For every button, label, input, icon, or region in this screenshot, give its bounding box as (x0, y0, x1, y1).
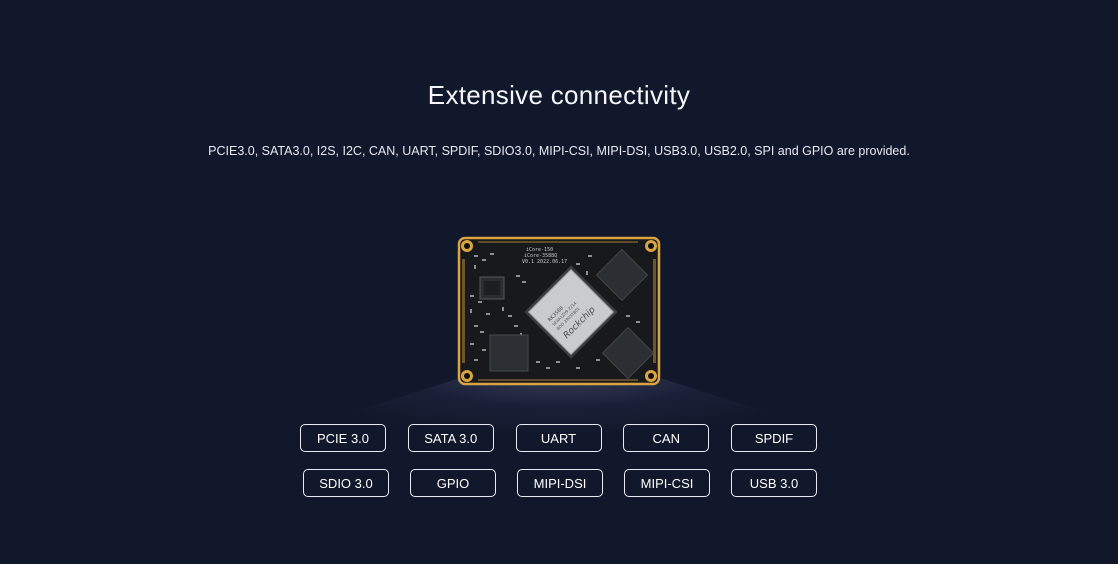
ram-chip-bottom (601, 326, 655, 380)
interface-chip-spdif[interactable]: SPDIF (731, 424, 817, 452)
interface-chip-pcie[interactable]: PCIE 3.0 (300, 424, 386, 452)
interface-row-1: PCIE 3.0 SATA 3.0 UART CAN SPDIF (300, 424, 817, 452)
svg-text:iCore-150: iCore-150 (526, 247, 553, 253)
core-board-image: iCore-150 iCore-3588Q V0.1 2022.06.17 RK… (456, 235, 662, 387)
interface-chip-usb3[interactable]: USB 3.0 (731, 469, 817, 497)
interface-chip-sata[interactable]: SATA 3.0 (407, 424, 494, 452)
interface-list: PCIE 3.0 SATA 3.0 UART CAN SPDIF SDIO 3.… (300, 424, 820, 497)
edge-pads (462, 241, 656, 381)
interface-chip-uart[interactable]: UART (515, 424, 602, 452)
passive-components (470, 253, 640, 369)
interface-chip-mipi-dsi[interactable]: MIPI-DSI (517, 469, 603, 497)
silkscreen-text: iCore-150 iCore-3588Q V0.1 2022.06.17 (522, 247, 567, 265)
interface-chip-gpio[interactable]: GPIO (410, 469, 496, 497)
page-description: PCIE3.0, SATA3.0, I2S, I2C, CAN, UART, S… (208, 144, 910, 158)
svg-text:V0.1 2022.06.17: V0.1 2022.06.17 (522, 259, 567, 265)
mounting-holes (461, 240, 657, 382)
emmc-chip (489, 334, 529, 372)
interface-chip-mipi-csi[interactable]: MIPI-CSI (624, 469, 710, 497)
ram-chip-top (595, 248, 649, 302)
core-board-illustration: iCore-150 iCore-3588Q V0.1 2022.06.17 RK… (457, 236, 661, 386)
interface-chip-sdio[interactable]: SDIO 3.0 (303, 469, 389, 497)
svg-text:iCore-3588Q: iCore-3588Q (524, 253, 557, 259)
interface-row-2: SDIO 3.0 GPIO MIPI-DSI MIPI-CSI USB 3.0 (303, 469, 817, 497)
page-title: Extensive connectivity (427, 80, 691, 110)
interface-chip-can[interactable]: CAN (623, 424, 710, 452)
